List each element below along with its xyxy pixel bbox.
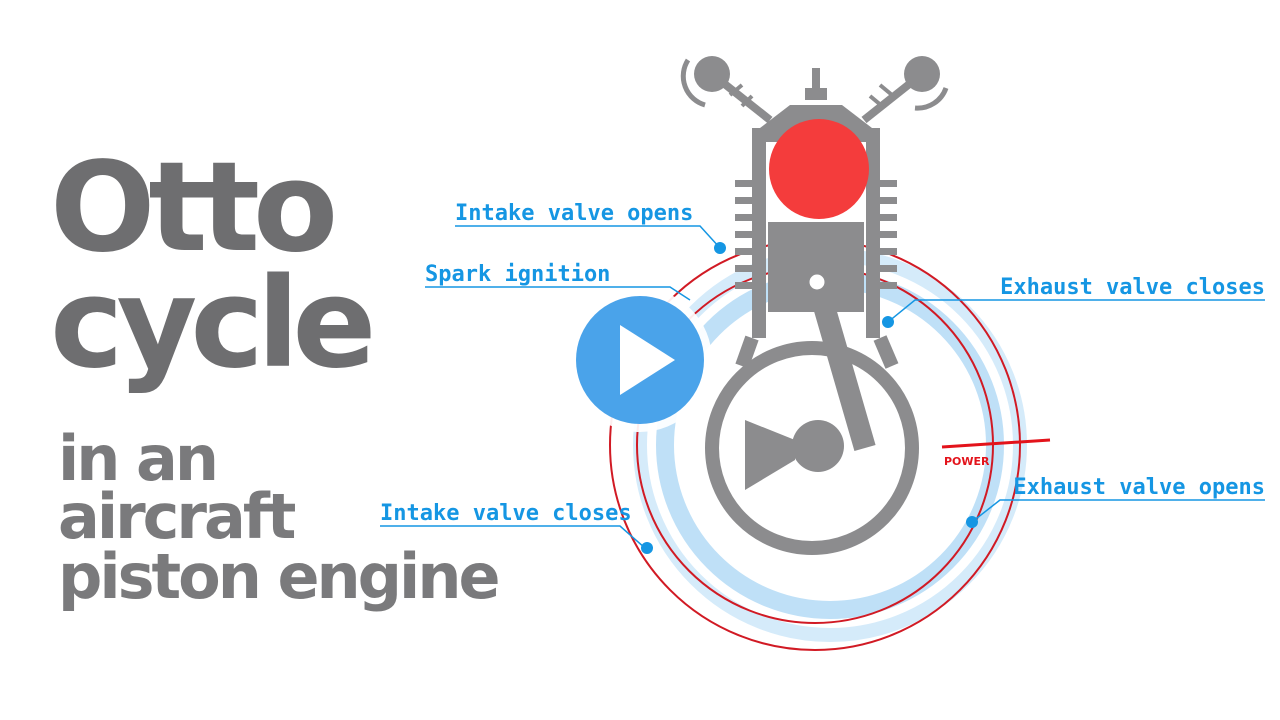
power-marker: [941, 438, 1051, 449]
dot-exhaust-closes: [882, 316, 894, 328]
engine-illustration: [680, 56, 949, 555]
label-intake-valve-closes: Intake valve closes: [380, 501, 632, 526]
title-otto: Otto: [50, 136, 338, 280]
dot-exhaust-opens: [966, 516, 978, 528]
leader-spark: [425, 286, 691, 301]
play-button[interactable]: [568, 288, 712, 432]
label-intake-valve-opens: Intake valve opens: [455, 201, 693, 226]
dot-intake-closes: [641, 542, 653, 554]
label-spark-ignition: Spark ignition: [425, 262, 610, 287]
label-exhaust-valve-closes: Exhaust valve closes: [1000, 275, 1265, 300]
subtitle-line1: in an: [58, 422, 219, 495]
wrist-pin: [806, 271, 828, 293]
leader-intake-opens: [455, 225, 721, 249]
title-cycle: cycle: [50, 252, 376, 396]
play-icon: [620, 325, 675, 395]
leader-intake-closes: [380, 525, 646, 549]
leader-exhaust-closes: [887, 299, 1265, 323]
leader-exhaust-opens: [971, 499, 1265, 523]
subtitle-line2: aircraft: [58, 480, 296, 553]
subtitle-line3: piston engine: [58, 540, 501, 613]
label-exhaust-valve-opens: Exhaust valve opens: [1013, 475, 1265, 500]
combustion-charge: [769, 119, 869, 219]
label-power: POWER: [944, 455, 990, 468]
title-block: Otto cycle: [50, 136, 376, 396]
dot-intake-opens: [714, 242, 726, 254]
